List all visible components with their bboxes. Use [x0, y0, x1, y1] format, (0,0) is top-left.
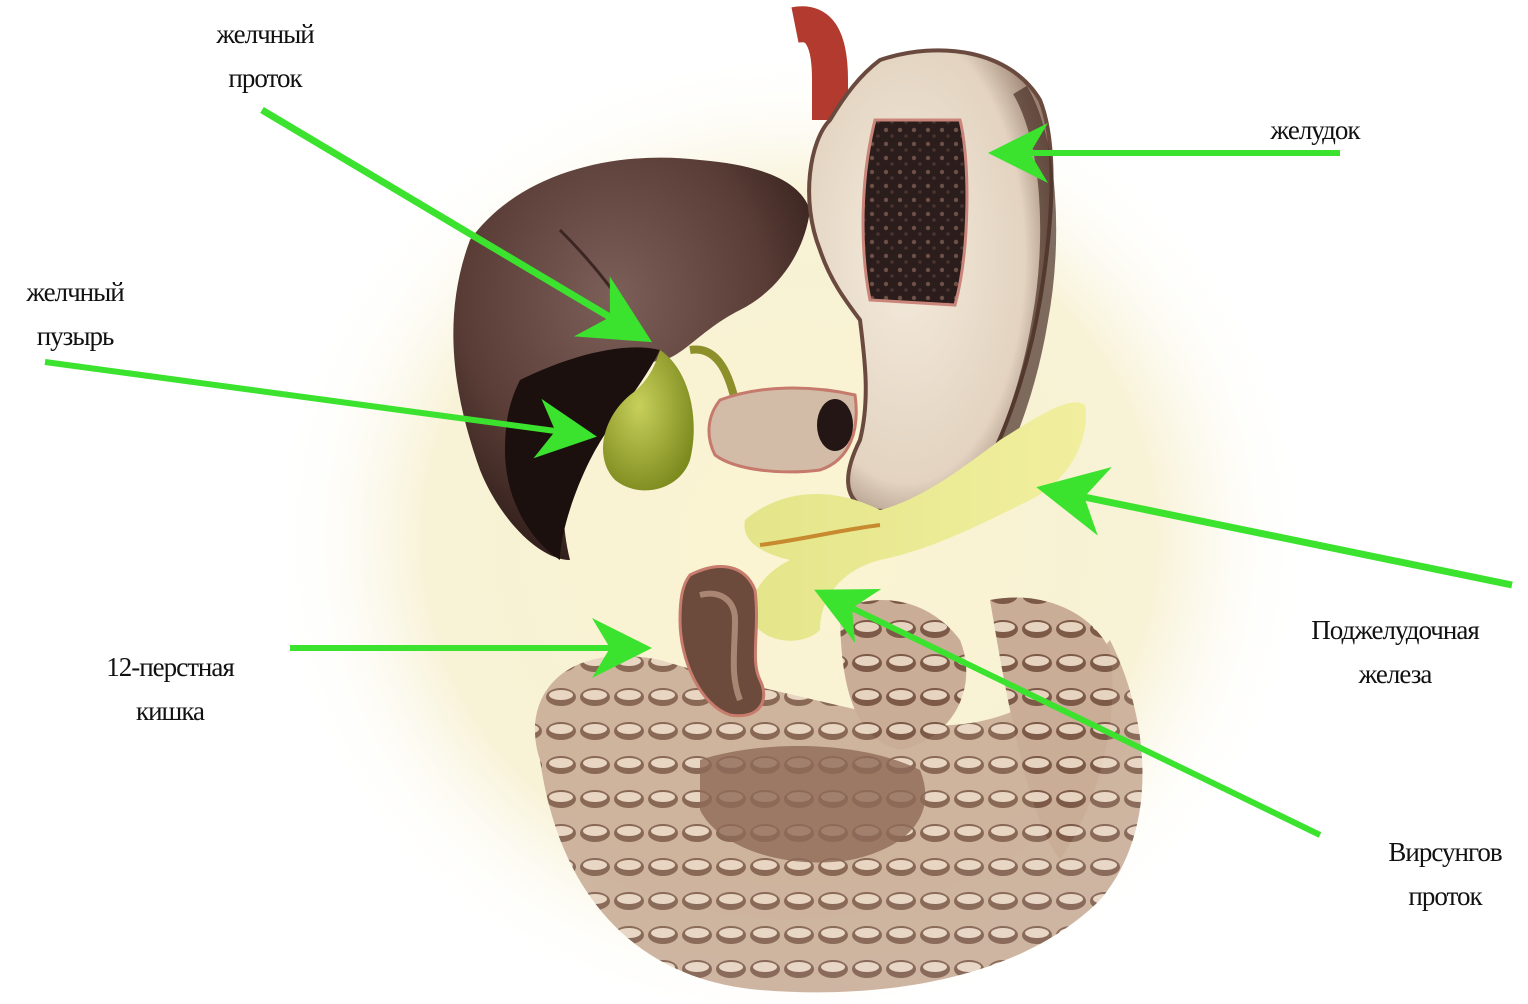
label-duodenum: 12-перстная кишка [80, 645, 260, 733]
label-pancreas-line1: Поджелудочная [1270, 608, 1520, 652]
label-wirsung-duct-line2: проток [1360, 874, 1528, 918]
label-wirsung-duct: Вирсунгов проток [1360, 830, 1528, 918]
label-gallbladder-line1: желчный [0, 270, 150, 314]
label-wirsung-duct-line1: Вирсунгов [1360, 830, 1528, 874]
label-gallbladder: желчный пузырь [0, 270, 150, 358]
label-pancreas-line2: железа [1270, 652, 1520, 696]
label-duodenum-line1: 12-перстная [80, 645, 260, 689]
label-bile-duct: желчный проток [190, 12, 340, 100]
label-duodenum-line2: кишка [80, 689, 260, 733]
label-stomach: желудок [1240, 108, 1390, 152]
label-bile-duct-line1: желчный [190, 12, 340, 56]
label-pancreas: Поджелудочная железа [1270, 608, 1520, 696]
label-stomach-line1: желудок [1240, 108, 1390, 152]
label-bile-duct-line2: проток [190, 56, 340, 100]
label-gallbladder-line2: пузырь [0, 314, 150, 358]
